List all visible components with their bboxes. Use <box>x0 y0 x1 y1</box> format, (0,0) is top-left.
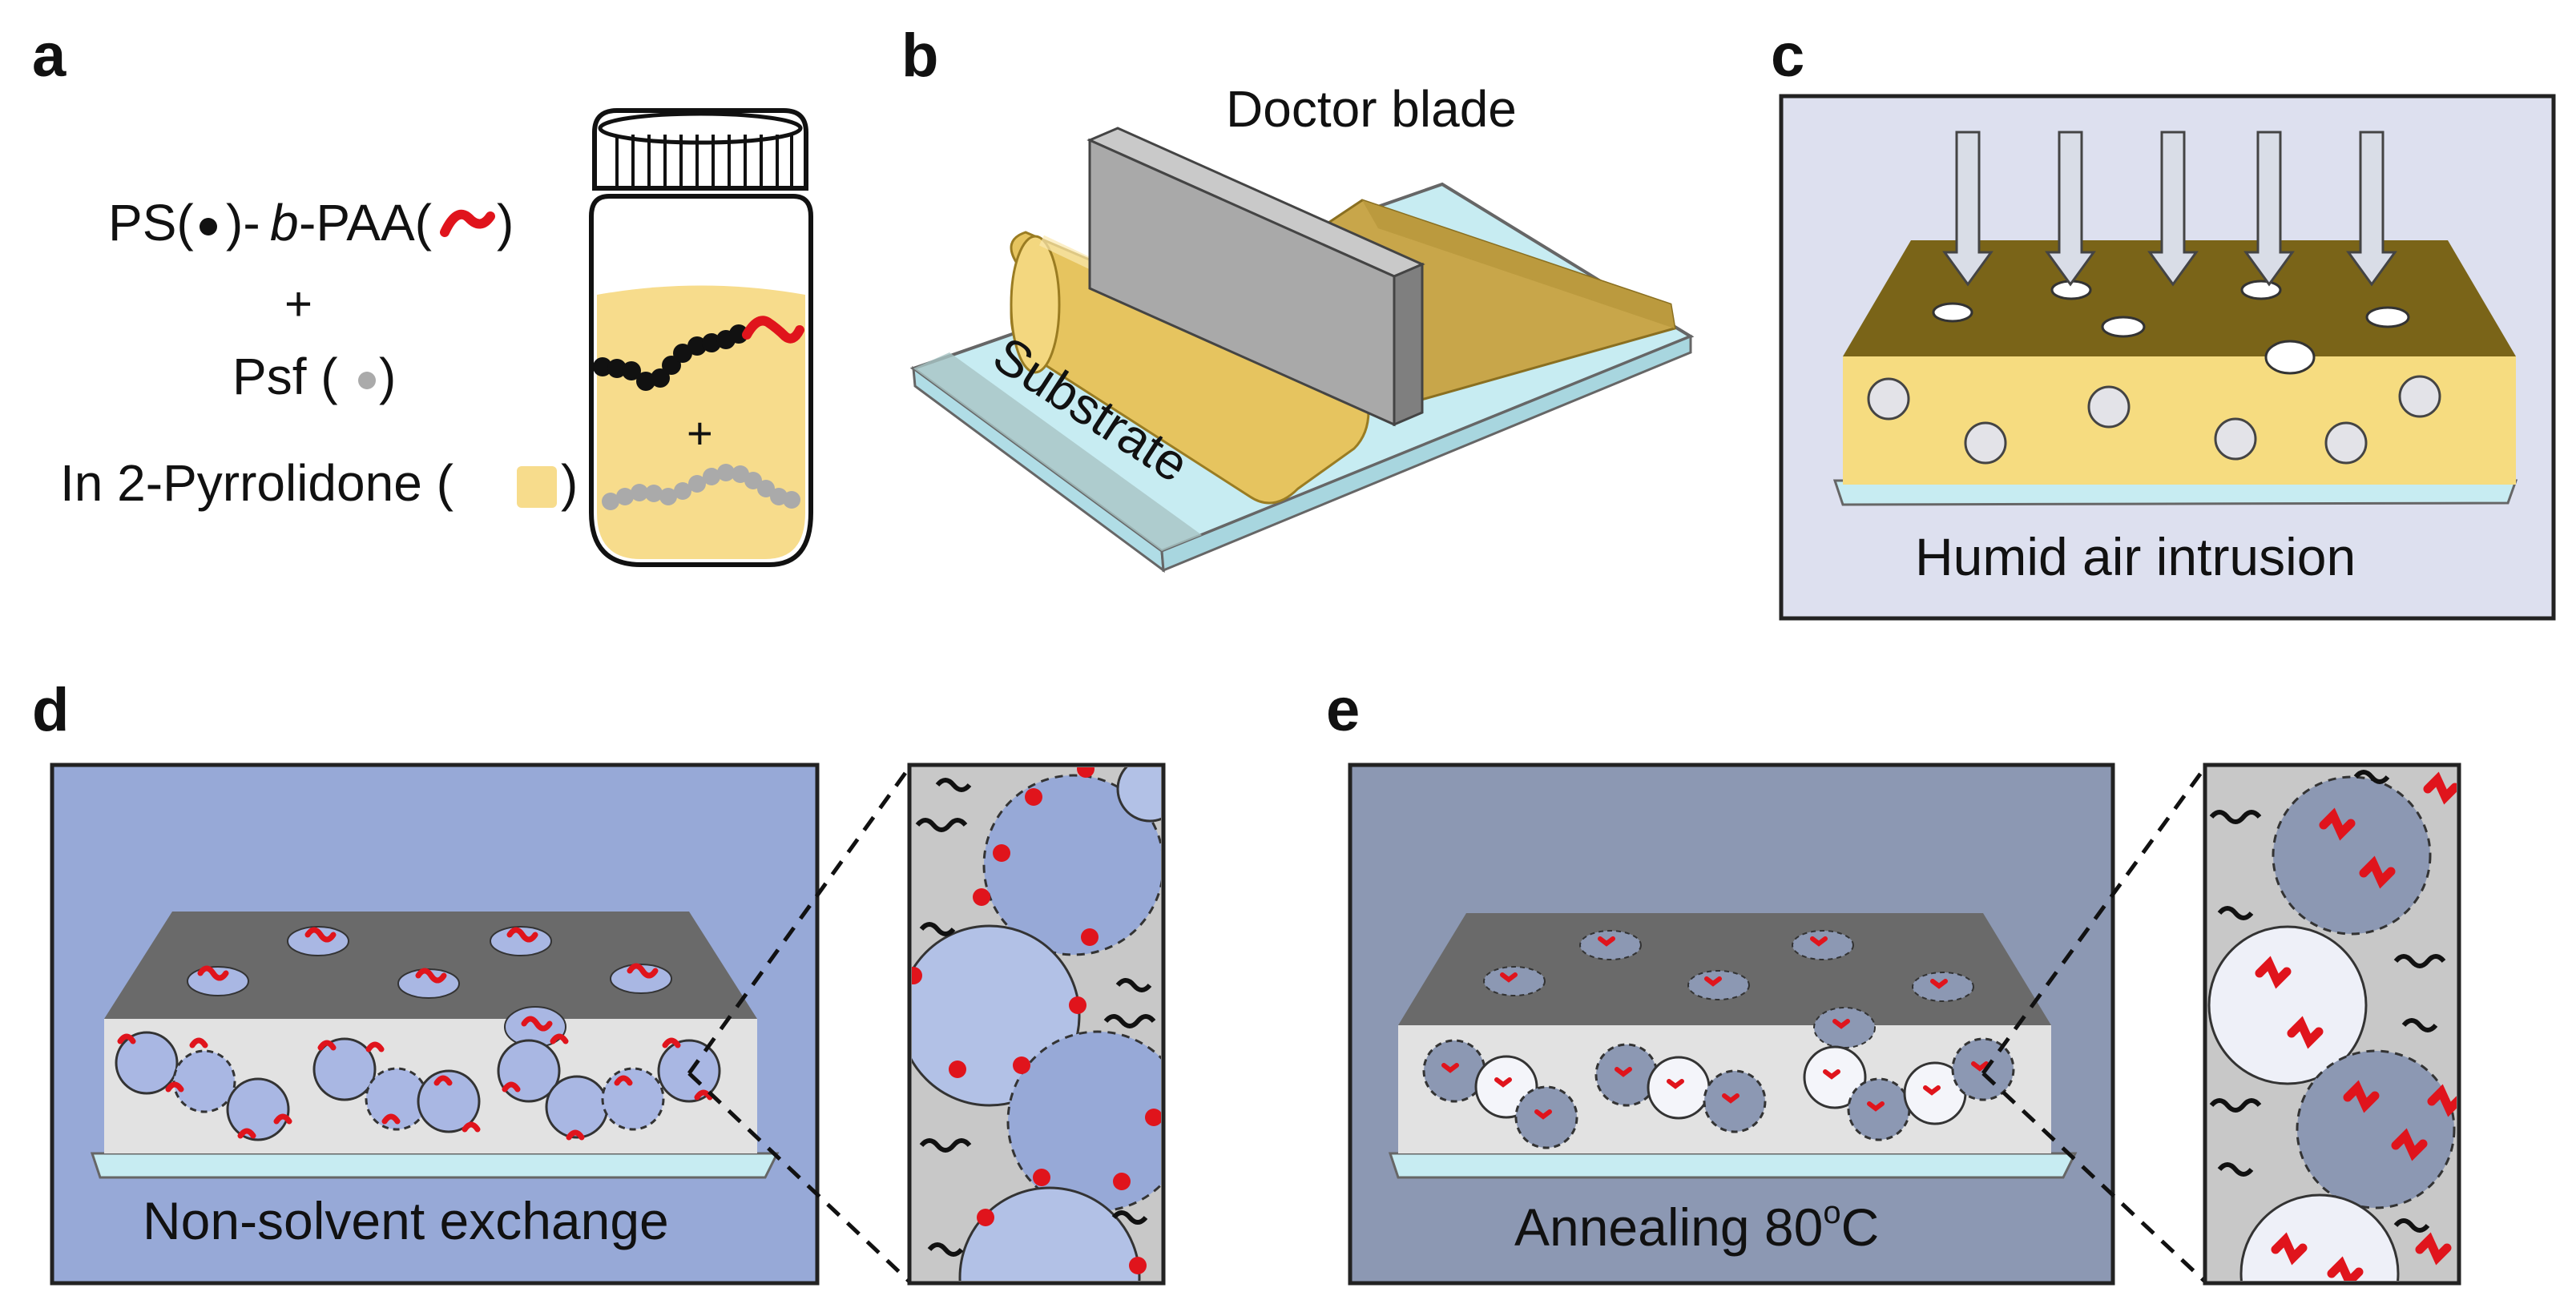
panel-d-zoom-inset <box>907 763 1166 1286</box>
block-dash-label: )- <box>226 194 260 252</box>
panel-d-substrate <box>90 1152 780 1179</box>
panel-e: e <box>1326 676 2461 1286</box>
annealed-cross-section-pores <box>1422 1037 2015 1149</box>
vial-cap-ridges <box>615 135 793 186</box>
polymer-formula-line: PS( )- b -PAA( ) <box>108 194 514 252</box>
ps-label: PS( <box>108 194 194 252</box>
panel-d-zoom-lines <box>687 766 912 1283</box>
water-droplets <box>1867 375 2441 465</box>
surface-pores <box>1932 280 2410 375</box>
line3-close-paren: ) <box>561 454 578 512</box>
paa-heads <box>912 767 1161 1274</box>
paa-chains-inside-pores <box>2255 771 2457 1281</box>
plus-sign: + <box>284 277 312 331</box>
paa-block <box>742 316 804 344</box>
ps-bead-icon <box>200 218 217 235</box>
panel-d: d <box>32 676 1166 1286</box>
psf-line: Psf ( ) <box>232 348 396 405</box>
solvent-line: In 2-Pyrrolidone ( ) <box>60 454 578 512</box>
doctor-blade <box>1086 127 1425 427</box>
ps-chain-segments <box>915 778 1156 1257</box>
line1-close-paren: ) <box>497 194 514 252</box>
panel-d-label: d <box>32 676 69 744</box>
solvent-swatch-icon <box>517 466 557 508</box>
ps-chain-segments-annealed <box>2209 770 2446 1233</box>
vial-plus-sign: + <box>687 408 713 458</box>
paa-label: -PAA( <box>299 194 432 252</box>
humid-air-arrows <box>1942 131 2397 287</box>
panel-e-zoom-lines <box>1981 766 2207 1283</box>
psf-chain <box>602 464 800 510</box>
paa-brush-chains <box>117 927 713 1141</box>
panel-c-label: c <box>1771 22 1804 90</box>
panel-c: c <box>1771 22 2556 621</box>
panel-e-caption: Annealing 80oC <box>1514 1195 1879 1257</box>
panel-e-label: e <box>1326 676 1360 744</box>
panel-d-caption: Non-solvent exchange <box>143 1191 669 1250</box>
panel-c-caption: Humid air intrusion <box>1915 527 2356 586</box>
membrane-top-surface <box>104 912 757 1019</box>
film-top-surface <box>1843 240 2516 356</box>
block-copolymer-chain <box>593 316 804 391</box>
panel-e-substrate <box>1388 1152 2078 1179</box>
collapsed-paa-chains <box>1441 936 1989 1120</box>
cross-section-pores <box>115 1031 721 1141</box>
block-b-label: b <box>270 194 299 252</box>
panel-a-label: a <box>32 22 67 90</box>
vial-icon: + <box>589 108 813 567</box>
annealed-membrane-top <box>1398 913 2051 1025</box>
psf-bead-icon <box>358 372 376 389</box>
panel-a: a PS( )- b -PAA( ) + Psf ( ) In 2-Pyrrol… <box>32 22 813 567</box>
panel-b: b Doctor blade Substrate <box>901 22 1695 573</box>
psf-label: Psf ( <box>232 348 338 405</box>
paa-chain-icon <box>440 209 495 237</box>
line2-close-paren: ) <box>379 348 396 405</box>
film-front-face <box>1843 356 2516 485</box>
vial-cap <box>592 108 808 191</box>
closed-surface-pores <box>1483 930 1974 1048</box>
panel-e-zoom-inset <box>2203 763 2461 1286</box>
doctor-blade-label: Doctor blade <box>1226 80 1517 138</box>
solvent-label: In 2-Pyrrolidone ( <box>60 454 454 512</box>
panel-b-label: b <box>901 22 938 90</box>
